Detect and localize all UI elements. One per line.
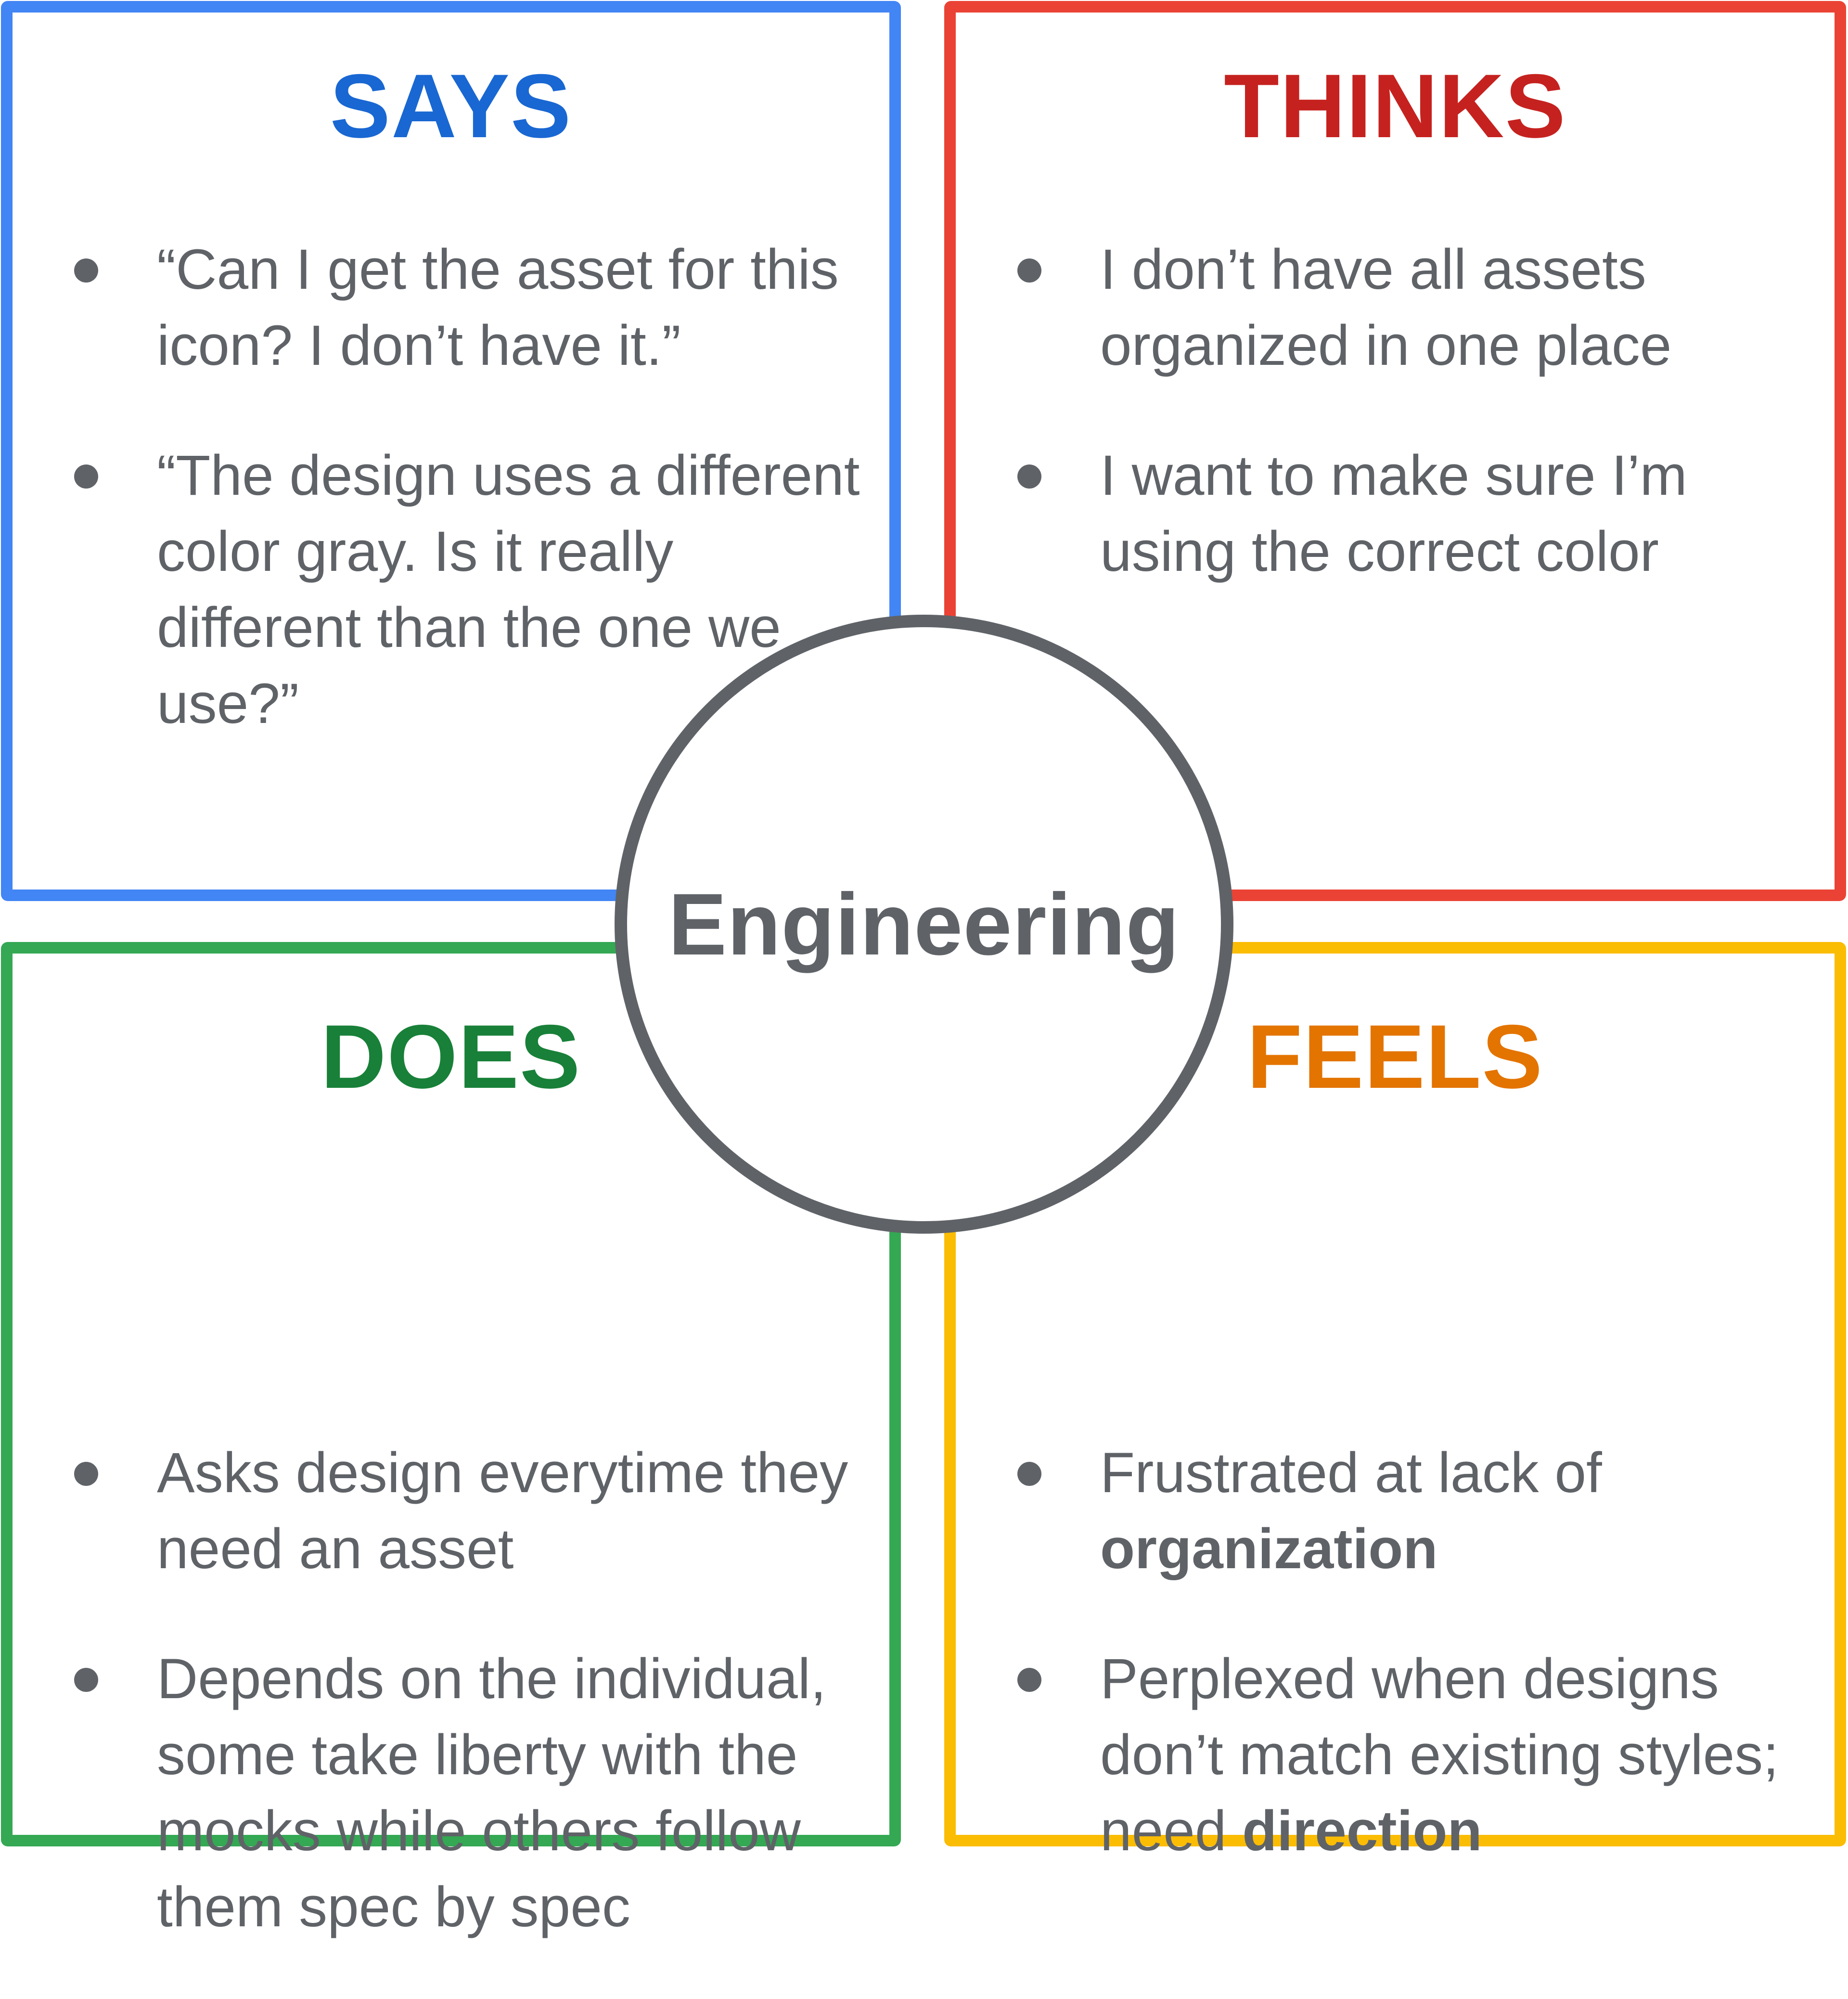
feels-item-1-emphasis: organization [1100,1517,1438,1581]
does-item-1: Asks design everytime they need an asset [70,1435,860,1587]
bullet-dot-icon [74,1462,98,1486]
does-item-2: Depends on the individual, some take lib… [70,1641,860,1945]
says-item-1: “Can I get the asset for this icon? I do… [70,232,860,384]
thinks-item-2-text: I want to make sure I’m using the correc… [1100,444,1687,583]
does-item-2-text: Depends on the individual, some take lib… [157,1647,826,1939]
feels-item-1: Frustrated at lack of organization [1014,1435,1806,1587]
bullet-dot-icon [1017,464,1041,489]
feels-item-2: Perplexed when designs don’t match exist… [1014,1641,1806,1869]
does-list: Asks design everytime they need an asset… [70,1435,860,1999]
thinks-item-2: I want to make sure I’m using the correc… [1014,438,1806,590]
bullet-dot-icon [1017,1668,1041,1692]
feels-list: Frustrated at lack of organization Perpl… [1014,1435,1806,1923]
says-title: SAYS [330,55,572,156]
center-label: Engineering [668,875,1180,973]
says-item-1-text: “Can I get the asset for this icon? I do… [157,238,839,377]
thinks-item-1-text: I don’t have all assets organized in one… [1100,238,1672,377]
feels-item-2-lead: Perplexed when designs don’t match exist… [1100,1647,1779,1863]
says-item-2-text: “The design uses a different color gray.… [157,444,860,735]
says-list: “Can I get the asset for this icon? I do… [70,232,860,796]
thinks-item-1: I don’t have all assets organized in one… [1014,232,1806,384]
feels-item-1-text: Frustrated at lack of organization [1100,1441,1602,1581]
feels-item-1-lead: Frustrated at lack of [1100,1441,1602,1505]
says-quadrant: SAYS “Can I get the asset for this icon?… [1,1,901,901]
says-item-2: “The design uses a different color gray.… [70,438,860,742]
bullet-dot-icon [74,464,98,489]
bullet-dot-icon [74,1668,98,1692]
thinks-title: THINKS [1224,55,1566,156]
feels-title: FEELS [1247,1006,1543,1107]
bullet-dot-icon [1017,258,1041,283]
does-item-1-text: Asks design everytime they need an asset [157,1441,848,1581]
thinks-list: I don’t have all assets organized in one… [1014,232,1806,644]
bullet-dot-icon [74,258,98,283]
bullet-dot-icon [1017,1462,1041,1486]
feels-item-2-text: Perplexed when designs don’t match exist… [1100,1647,1779,1863]
feels-item-2-emphasis: direction [1242,1799,1482,1863]
does-title: DOES [321,1006,581,1107]
center-circle: Engineering [615,615,1233,1234]
